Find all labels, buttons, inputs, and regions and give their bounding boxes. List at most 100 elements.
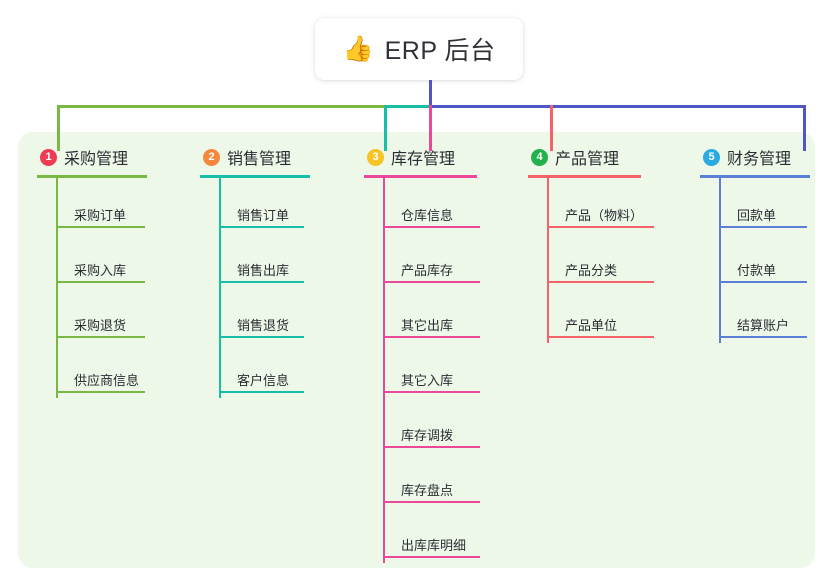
thumbs-up-icon: 👍 [342,34,374,63]
list-item[interactable]: 产品库存 [383,233,480,288]
leaf-list-1: 采购订单 采购入库 采购退货 供应商信息 [37,178,147,398]
leaf-rule [383,501,480,503]
leaf-label: 产品分类 [565,263,618,278]
drop-connector-2 [384,105,387,151]
branch-title-3: 库存管理 [391,151,456,168]
branch-rule-5 [700,175,810,178]
leaf-label: 客户信息 [237,373,290,388]
leaf-label: 销售退货 [237,318,290,333]
leaf-rule [219,336,304,338]
branch-badge-5: 5 [703,148,720,166]
leaf-label: 采购退货 [74,318,127,333]
list-item[interactable]: 供应商信息 [56,343,147,398]
leaf-rule [56,281,145,283]
leaf-rail-3 [383,178,385,563]
leaf-label: 付款单 [737,263,777,278]
list-item[interactable]: 采购退货 [56,288,147,343]
leaf-label: 回款单 [737,208,777,223]
leaf-rule [219,226,304,228]
leaf-rule [547,226,654,228]
leaf-rail-5 [719,178,721,343]
branch-column-4: 4 产品管理 产品（物料） 产品分类 产品单位 [528,145,654,343]
branch-header-2[interactable]: 2 销售管理 [200,145,310,169]
list-item[interactable]: 产品分类 [547,233,654,288]
branch-badge-3: 3 [367,148,384,166]
root-stem-connector [429,80,432,107]
list-item[interactable]: 结算账户 [719,288,810,343]
leaf-rule [56,226,145,228]
branch-title-4: 产品管理 [555,151,620,168]
leaf-label: 其它入库 [401,373,454,388]
leaf-label: 其它出库 [401,318,454,333]
leaf-rule [383,446,480,448]
leaf-list-4: 产品（物料） 产品分类 产品单位 [528,178,654,343]
drop-connector-3 [429,105,432,151]
leaf-rail-4 [547,178,549,343]
leaf-list-3: 仓库信息 产品库存 其它出库 其它入库 库存调拨 库存盘点 [364,178,480,563]
list-item[interactable]: 客户信息 [219,343,310,398]
leaf-rule [547,281,654,283]
leaf-list-2: 销售订单 销售出库 销售退货 客户信息 [200,178,310,398]
leaf-label: 供应商信息 [74,373,140,388]
leaf-label: 产品单位 [565,318,618,333]
list-item[interactable]: 付款单 [719,233,810,288]
leaf-rule [219,281,304,283]
list-item[interactable]: 采购订单 [56,178,147,233]
leaf-label: 出库库明细 [401,538,467,553]
branch-header-1[interactable]: 1 采购管理 [37,145,147,169]
branch-rule-4 [528,175,641,178]
leaf-label: 产品库存 [401,263,454,278]
branch-column-3: 3 库存管理 仓库信息 产品库存 其它出库 其它入库 库存调拨 [364,145,480,563]
branch-column-1: 1 采购管理 采购订单 采购入库 采购退货 供应商信息 [37,145,147,398]
list-item[interactable]: 库存调拨 [383,398,480,453]
branch-badge-1: 1 [40,148,57,166]
list-item[interactable]: 仓库信息 [383,178,480,233]
leaf-rule [547,336,654,338]
list-item[interactable]: 销售退货 [219,288,310,343]
branch-header-5[interactable]: 5 财务管理 [700,145,810,169]
leaf-label: 仓库信息 [401,208,454,223]
leaf-rule [719,336,807,338]
leaf-rule [56,391,145,393]
list-item[interactable]: 其它入库 [383,343,480,398]
branch-column-2: 2 销售管理 销售订单 销售出库 销售退货 客户信息 [200,145,310,398]
branch-badge-4: 4 [531,148,548,166]
root-node-title: ERP 后台 [384,37,496,65]
drop-connector-4 [550,105,553,151]
leaf-rule [719,281,807,283]
branch-column-5: 5 财务管理 回款单 付款单 结算账户 [700,145,810,343]
leaf-rule [219,391,304,393]
drop-connector-5 [803,105,806,151]
leaf-rail-2 [219,178,221,398]
bus-segment-green [57,105,386,108]
branch-rule-1 [37,175,147,178]
leaf-label: 库存盘点 [401,483,454,498]
mindmap-panel [18,132,815,568]
list-item[interactable]: 回款单 [719,178,810,233]
branch-header-4[interactable]: 4 产品管理 [528,145,641,169]
list-item[interactable]: 库存盘点 [383,453,480,508]
list-item[interactable]: 销售订单 [219,178,310,233]
branch-title-5: 财务管理 [727,151,792,168]
list-item[interactable]: 其它出库 [383,288,480,343]
leaf-label: 结算账户 [737,318,790,333]
root-node[interactable]: 👍 ERP 后台 [315,18,523,80]
leaf-label: 销售出库 [237,263,290,278]
leaf-rule [383,226,480,228]
branch-header-3[interactable]: 3 库存管理 [364,145,477,169]
leaf-rail-1 [56,178,58,398]
leaf-list-5: 回款单 付款单 结算账户 [700,178,810,343]
leaf-label: 采购订单 [74,208,127,223]
branch-badge-2: 2 [203,148,220,166]
list-item[interactable]: 销售出库 [219,233,310,288]
list-item[interactable]: 出库库明细 [383,508,480,563]
leaf-rule [383,336,480,338]
list-item[interactable]: 产品单位 [547,288,654,343]
leaf-label: 采购入库 [74,263,127,278]
leaf-label: 销售订单 [237,208,290,223]
list-item[interactable]: 采购入库 [56,233,147,288]
list-item[interactable]: 产品（物料） [547,178,654,233]
leaf-label: 库存调拨 [401,428,454,443]
bus-segment-blue [429,105,806,108]
